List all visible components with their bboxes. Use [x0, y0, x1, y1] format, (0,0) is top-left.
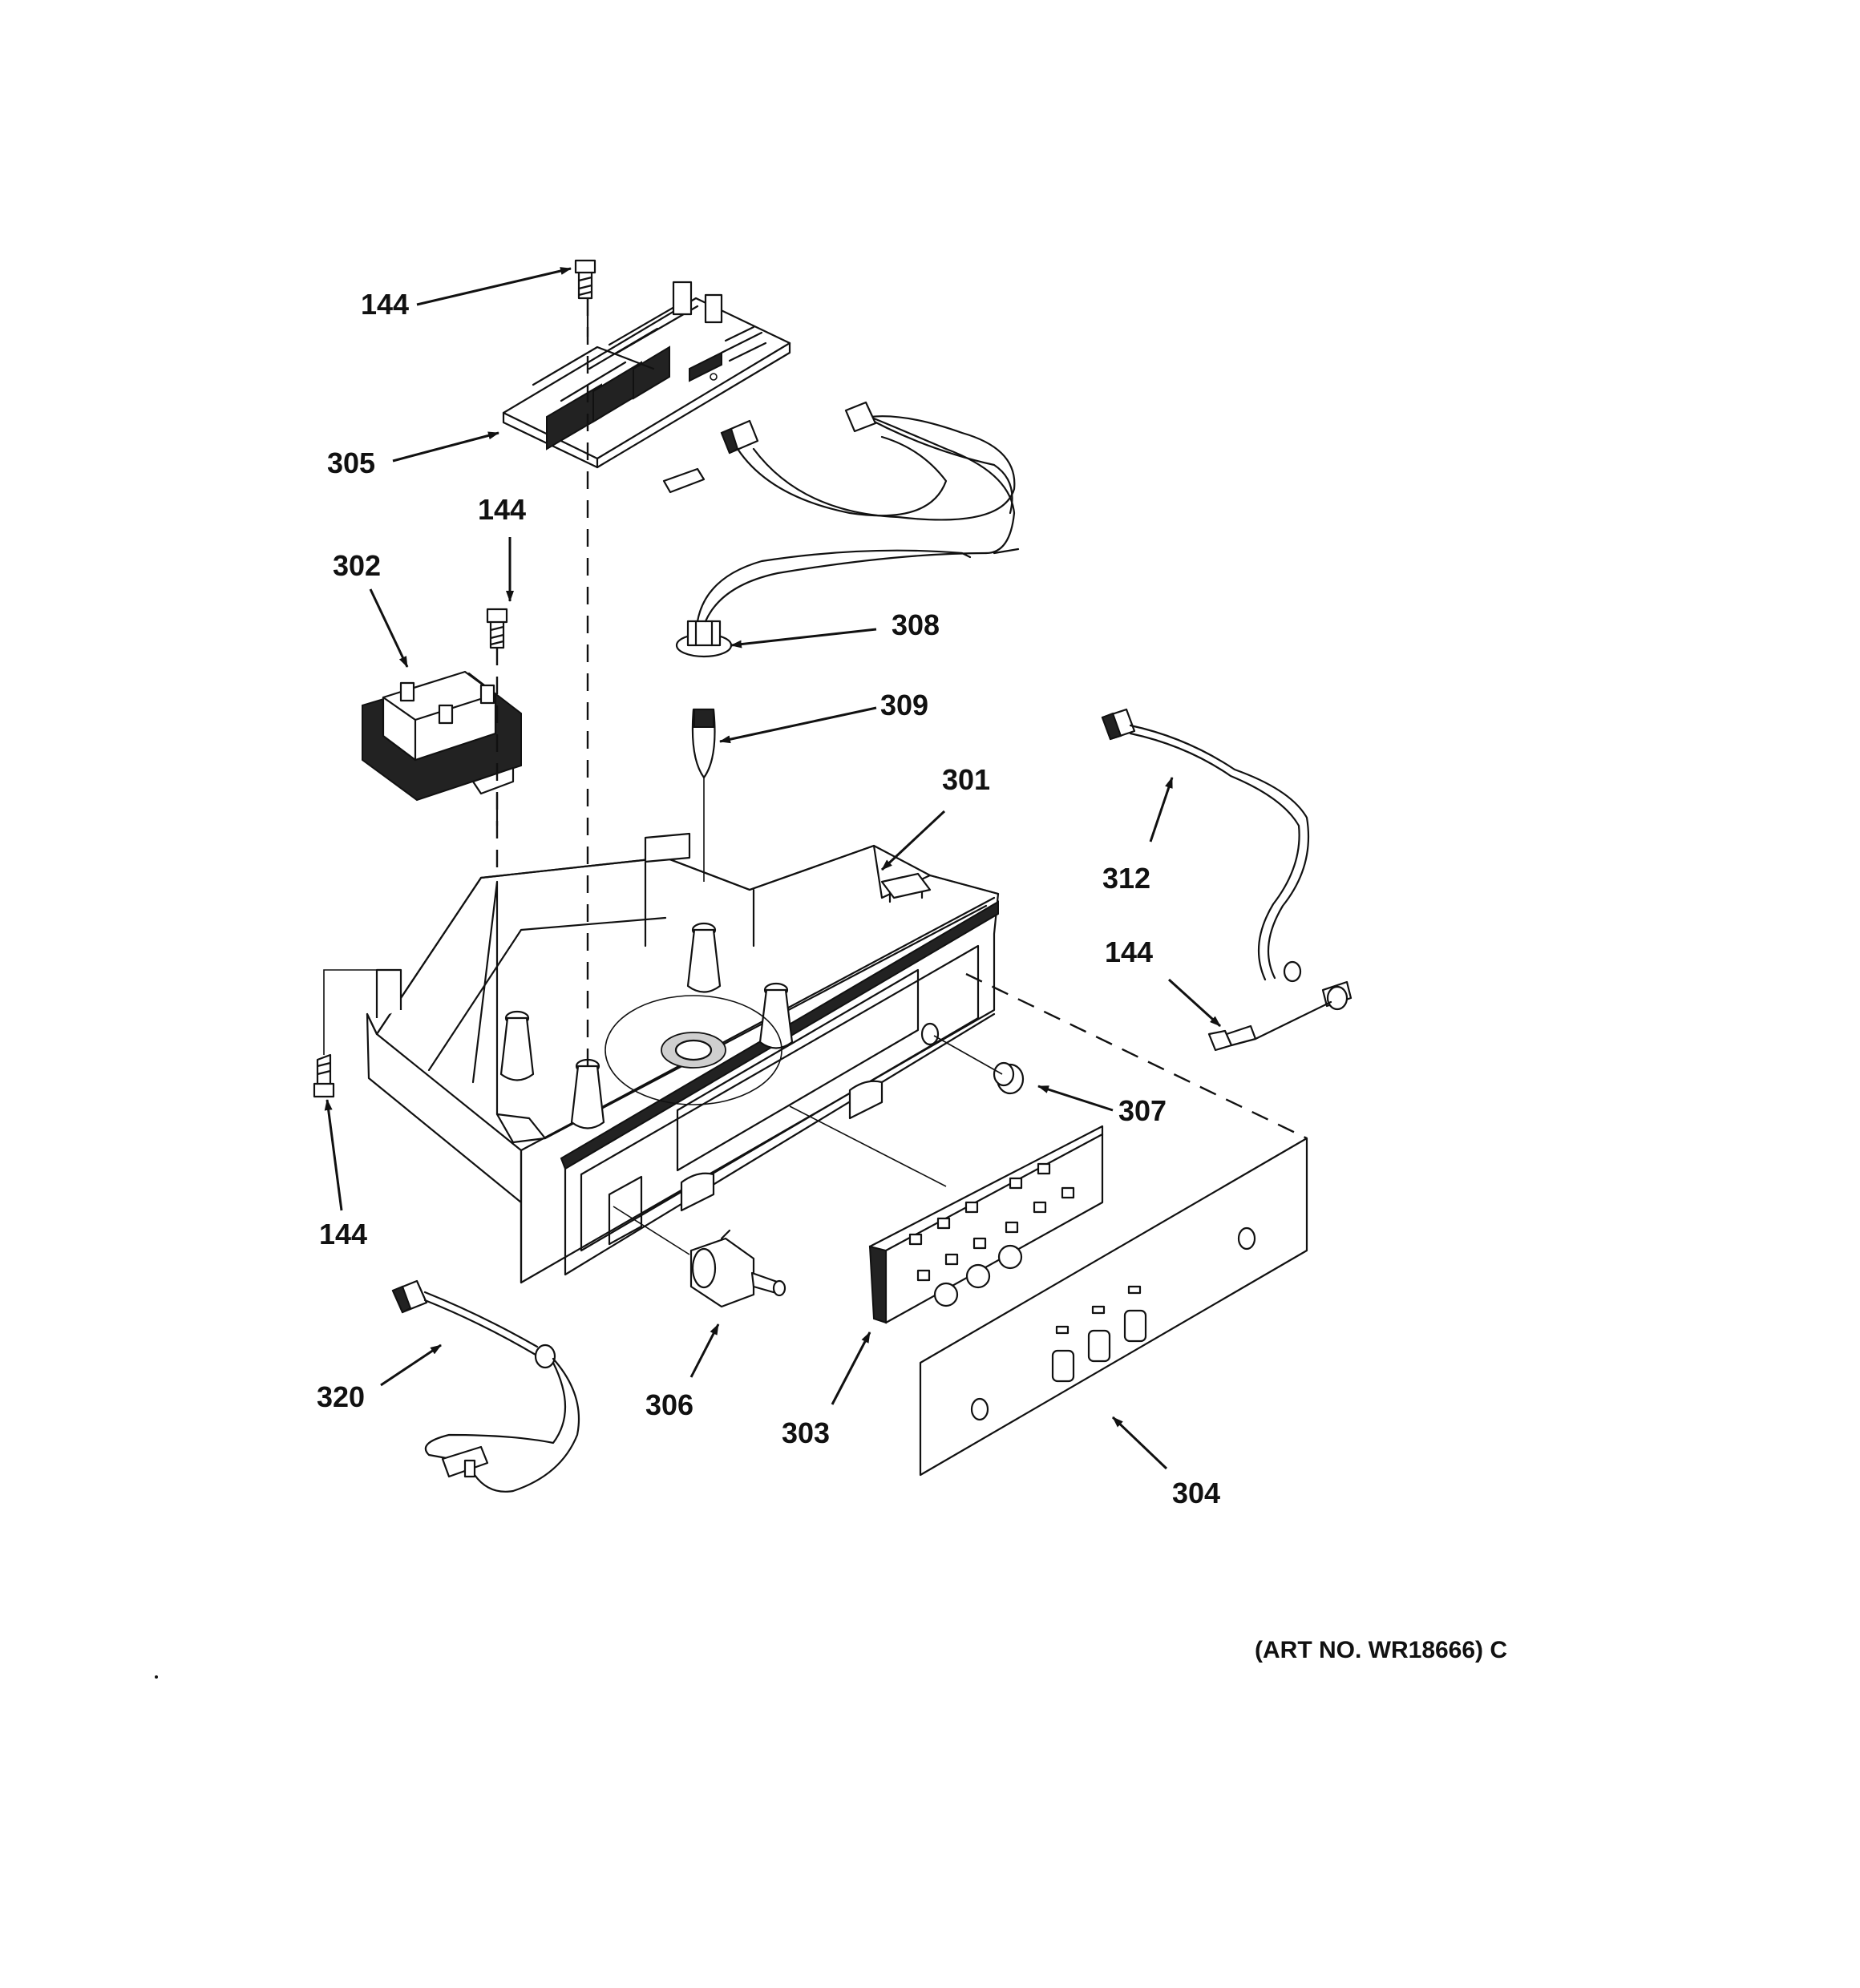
label-306: 306 [645, 1388, 693, 1421]
control-housing-301 [366, 832, 1000, 1284]
label-309: 309 [880, 689, 928, 721]
callout-labels: 144 305 144 302 308 309 301 312 144 307 … [317, 288, 1220, 1509]
callout-arrows [324, 267, 1222, 1470]
label-144-mid: 144 [478, 493, 526, 526]
screw-144-top [574, 259, 596, 300]
label-304: 304 [1172, 1477, 1220, 1509]
label-144-top: 144 [361, 288, 409, 321]
sensor-harness-320 [391, 1279, 580, 1493]
label-308: 308 [892, 608, 940, 641]
label-302: 302 [333, 549, 381, 582]
wire-harness [662, 401, 1020, 623]
wire-harness-312 [1101, 708, 1353, 1040]
label-144-right: 144 [1105, 935, 1153, 968]
light-button-307 [993, 1061, 1025, 1095]
label-307: 307 [1118, 1094, 1167, 1127]
assembly-lines [323, 297, 1308, 1255]
control-module-303 [868, 1125, 1104, 1324]
transformer-302 [362, 670, 522, 802]
label-301: 301 [942, 763, 990, 796]
lamp-bulb-309 [691, 708, 716, 779]
label-303: 303 [782, 1416, 830, 1449]
art-number: (ART NO. WR18666) C [1255, 1637, 1507, 1663]
speck [155, 1675, 158, 1679]
screw-144-right [1207, 1024, 1257, 1052]
label-305: 305 [327, 446, 375, 479]
screw-144-mid [486, 608, 508, 649]
label-144-left: 144 [319, 1218, 367, 1251]
label-320: 320 [317, 1380, 365, 1413]
switch-306 [689, 1229, 786, 1308]
screw-144-left [313, 1053, 335, 1098]
lamp-socket-308 [675, 620, 733, 658]
label-312: 312 [1102, 862, 1150, 895]
front-panel-304 [919, 1137, 1308, 1477]
